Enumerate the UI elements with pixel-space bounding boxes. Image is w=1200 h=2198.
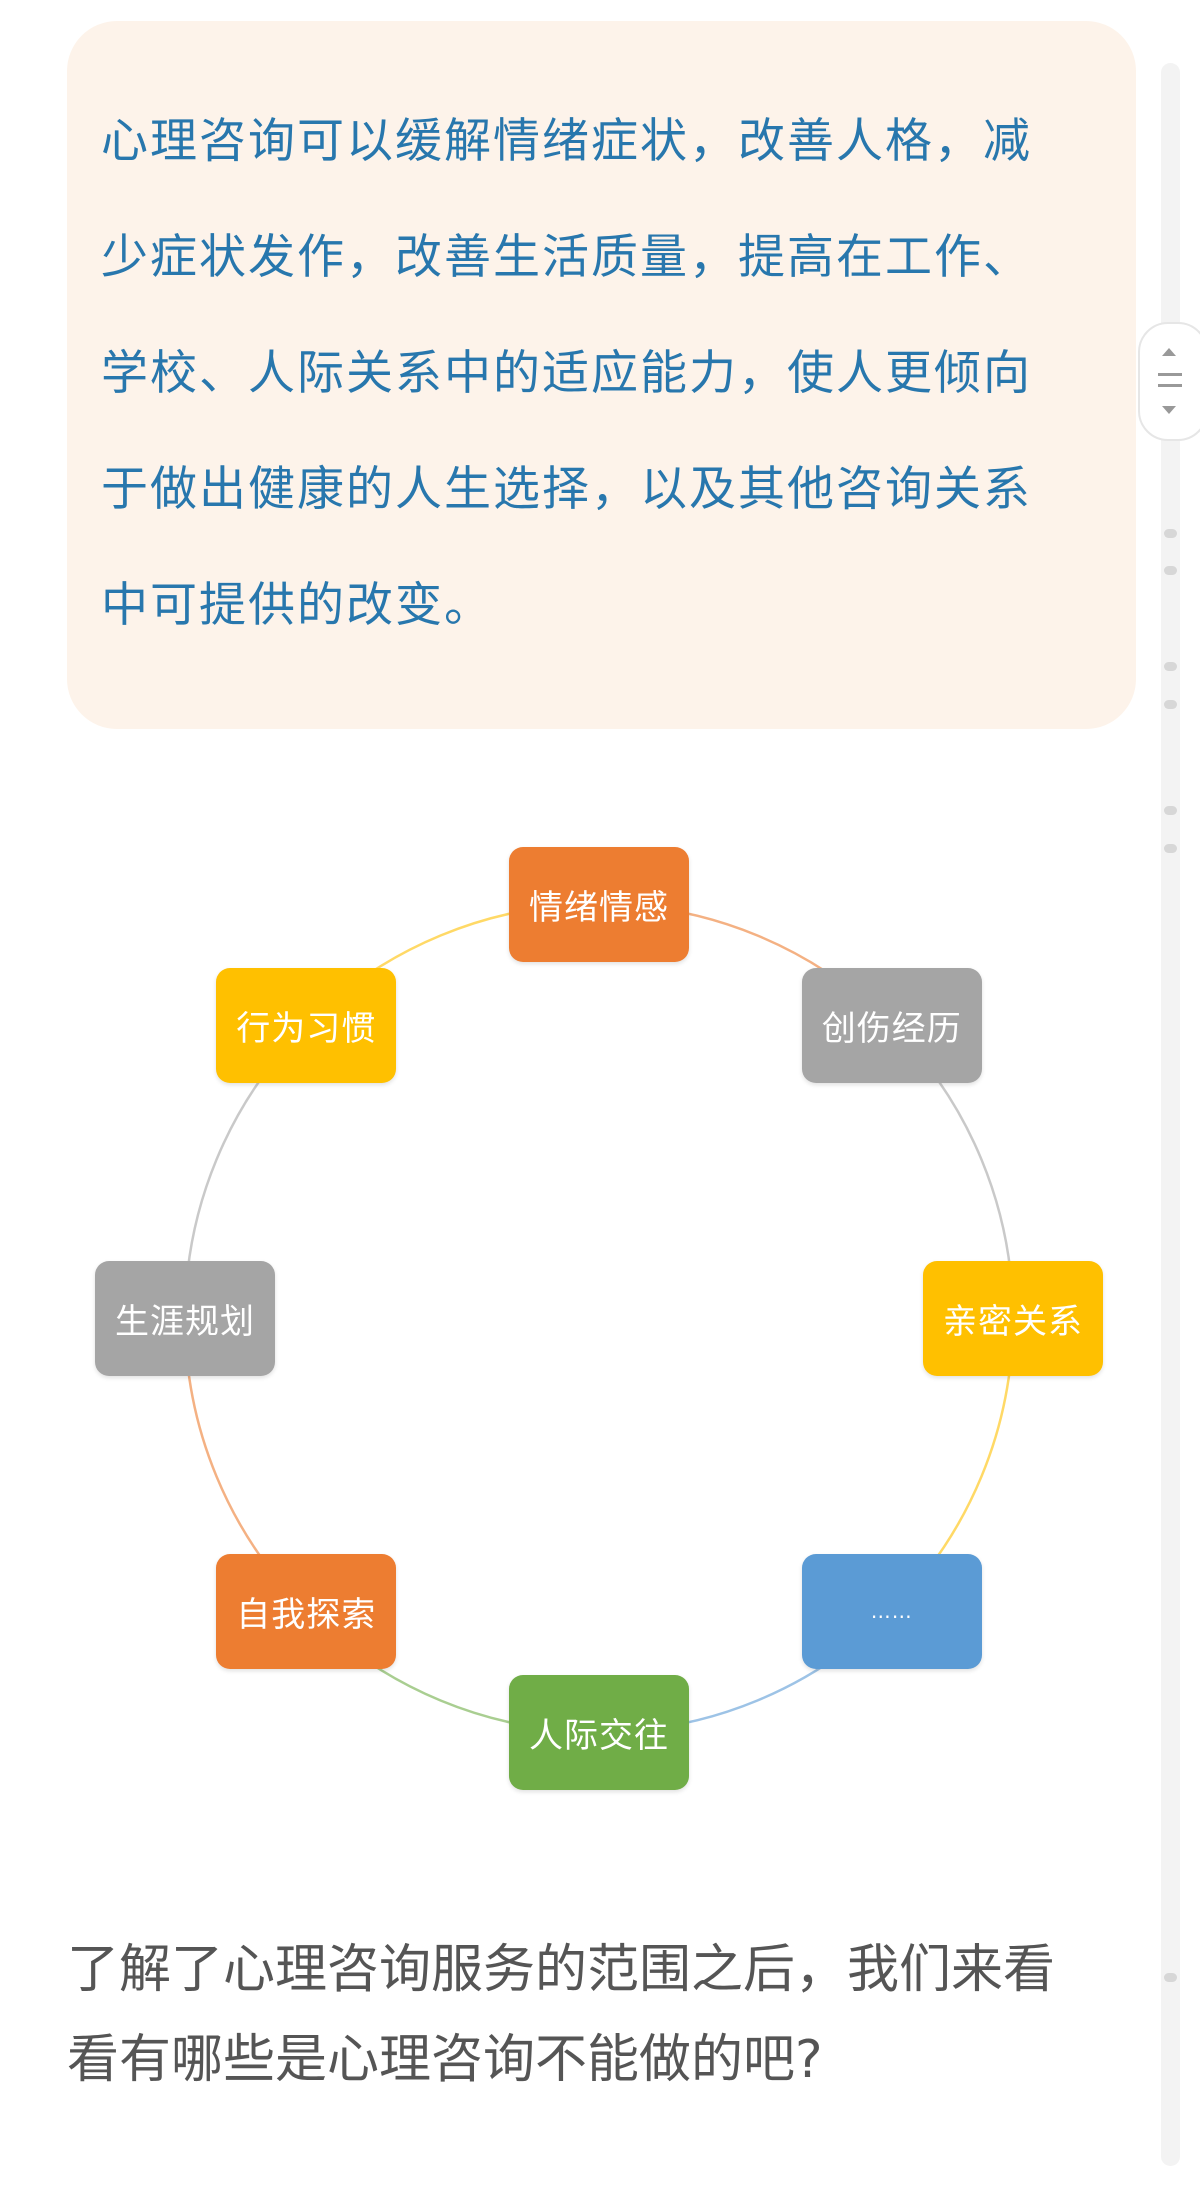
cycle-node: 自我探索 — [216, 1553, 397, 1669]
outro-text: 了解了心理咨询服务的范围之后，我们来看 看有哪些是心理咨询不能做的吧? — [67, 1925, 1137, 2105]
outro-line: 看有哪些是心理咨询不能做的吧? — [67, 2030, 823, 2090]
cycle-node: 行为习惯 — [216, 968, 397, 1084]
cycle-node: …… — [801, 1553, 982, 1669]
intro-line: 于做出健康的人生选择，以及其他咨询关系 — [101, 462, 1032, 517]
scrollbar-handle[interactable] — [1138, 322, 1200, 441]
cycle-node: 生涯规划 — [95, 1261, 275, 1376]
cycle-node: 人际交往 — [509, 1675, 689, 1790]
intro-line: 少症状发作，改善生活质量，提高在工作、 — [101, 230, 1032, 285]
intro-line: 中可提供的改变。 — [101, 578, 493, 633]
cycle-node: 情绪情感 — [509, 847, 689, 962]
scrollbar-track[interactable] — [1161, 63, 1180, 2166]
scroll-marker[interactable] — [1164, 662, 1177, 671]
scroll-marker[interactable] — [1164, 566, 1177, 575]
scroll-marker[interactable] — [1164, 844, 1177, 853]
intro-card: 心理咨询可以缓解情绪症状，改善人格，减 少症状发作，改善生活质量，提高在工作、 … — [67, 21, 1136, 729]
scroll-marker[interactable] — [1164, 1973, 1177, 1982]
intro-line: 学校、人际关系中的适应能力，使人更倾向 — [101, 346, 1032, 401]
scroll-marker[interactable] — [1164, 806, 1177, 815]
cycle-node: 亲密关系 — [923, 1261, 1103, 1376]
outro-line: 了解了心理咨询服务的范围之后，我们来看 — [67, 1940, 1056, 2000]
intro-text: 心理咨询可以缓解情绪症状，改善人格，减 少症状发作，改善生活质量，提高在工作、 … — [101, 84, 1111, 664]
scroll-marker[interactable] — [1164, 700, 1177, 709]
cycle-node: 创伤经历 — [801, 968, 982, 1084]
intro-line: 心理咨询可以缓解情绪症状，改善人格，减 — [101, 114, 1032, 169]
grip-icon — [1158, 373, 1182, 376]
scroll-marker[interactable] — [1164, 529, 1177, 538]
arrow-down-icon — [1162, 406, 1176, 414]
grip-icon — [1158, 384, 1182, 387]
arrow-up-icon — [1162, 348, 1176, 356]
